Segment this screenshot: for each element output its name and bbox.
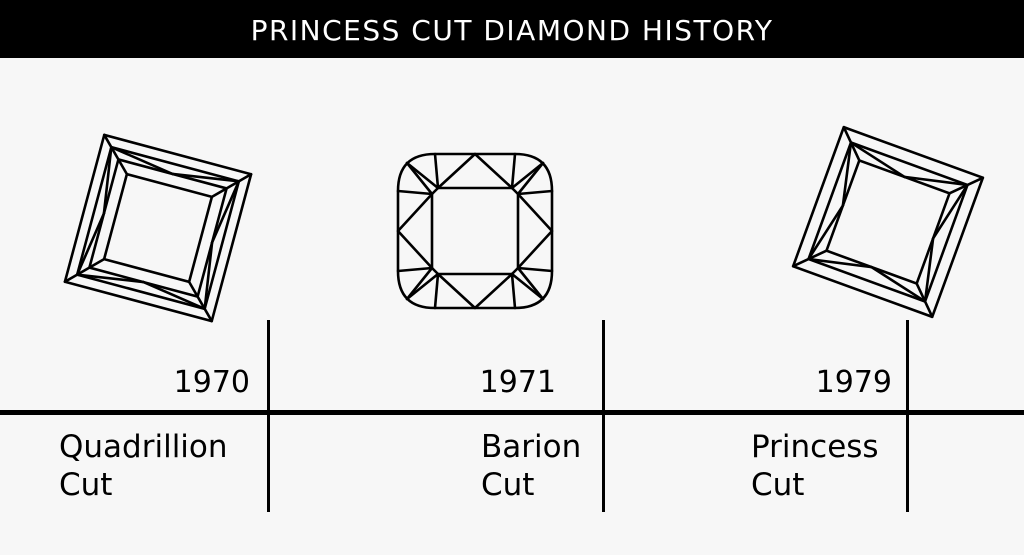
milestone-year-1971: 1971 [479, 365, 556, 400]
milestone-name-line2: Cut [751, 467, 805, 503]
quadrillion-diamond-icon [63, 133, 253, 323]
princess-diamond-icon [791, 125, 985, 319]
milestone-year-1970: 1970 [173, 365, 250, 400]
milestone-year-1979: 1979 [815, 365, 892, 400]
milestone-name-line2: Cut [481, 467, 535, 503]
milestone-name-line1: Princess [751, 429, 879, 465]
milestone-label-quadrillion: Quadrillion Cut [59, 428, 228, 504]
milestone-label-princess: Princess Cut [751, 428, 879, 504]
milestone-name-line2: Cut [59, 467, 113, 503]
page-title: PRINCESS CUT DIAMOND HISTORY [250, 13, 774, 47]
milestone-name-line1: Barion [481, 429, 582, 465]
milestone-divider-1979 [906, 320, 909, 512]
timeline-axis [0, 410, 1024, 415]
title-bar: PRINCESS CUT DIAMOND HISTORY [0, 0, 1024, 58]
barion-diamond-icon [396, 152, 554, 310]
milestone-divider-1971 [602, 320, 605, 512]
milestone-name-line1: Quadrillion [59, 429, 228, 465]
milestone-divider-1970 [267, 320, 270, 512]
milestone-label-barion: Barion Cut [481, 428, 581, 504]
